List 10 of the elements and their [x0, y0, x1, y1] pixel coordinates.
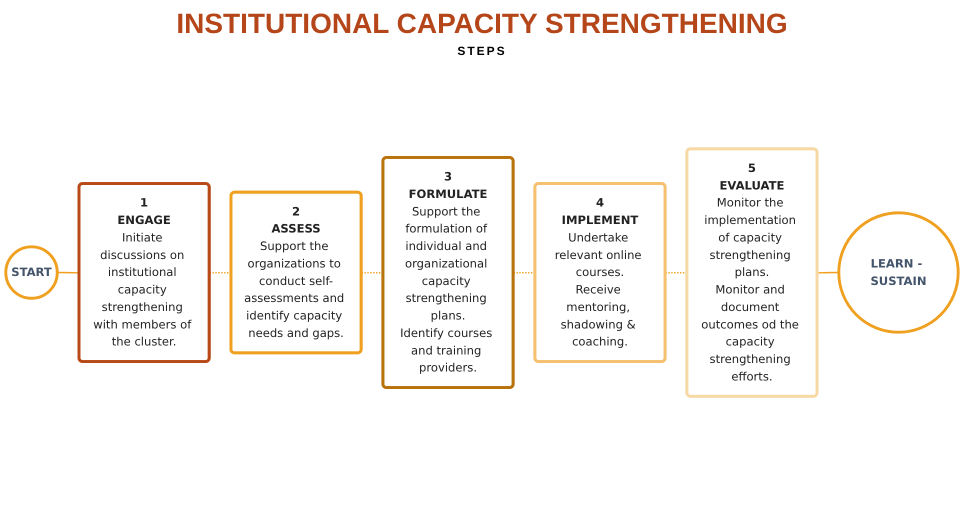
node-circle: START: [4, 246, 59, 300]
node-circle: LEARN - SUSTAIN: [837, 212, 960, 334]
connector: [817, 272, 839, 274]
connector: [57, 272, 80, 274]
connector: [665, 272, 688, 274]
title: INSTITUTIONAL CAPACITY STRENGTHENING: [175, 8, 789, 40]
connector: [362, 272, 384, 274]
subtitle: STEPS: [456, 44, 508, 58]
connector: [210, 272, 232, 274]
connector: [513, 272, 536, 274]
